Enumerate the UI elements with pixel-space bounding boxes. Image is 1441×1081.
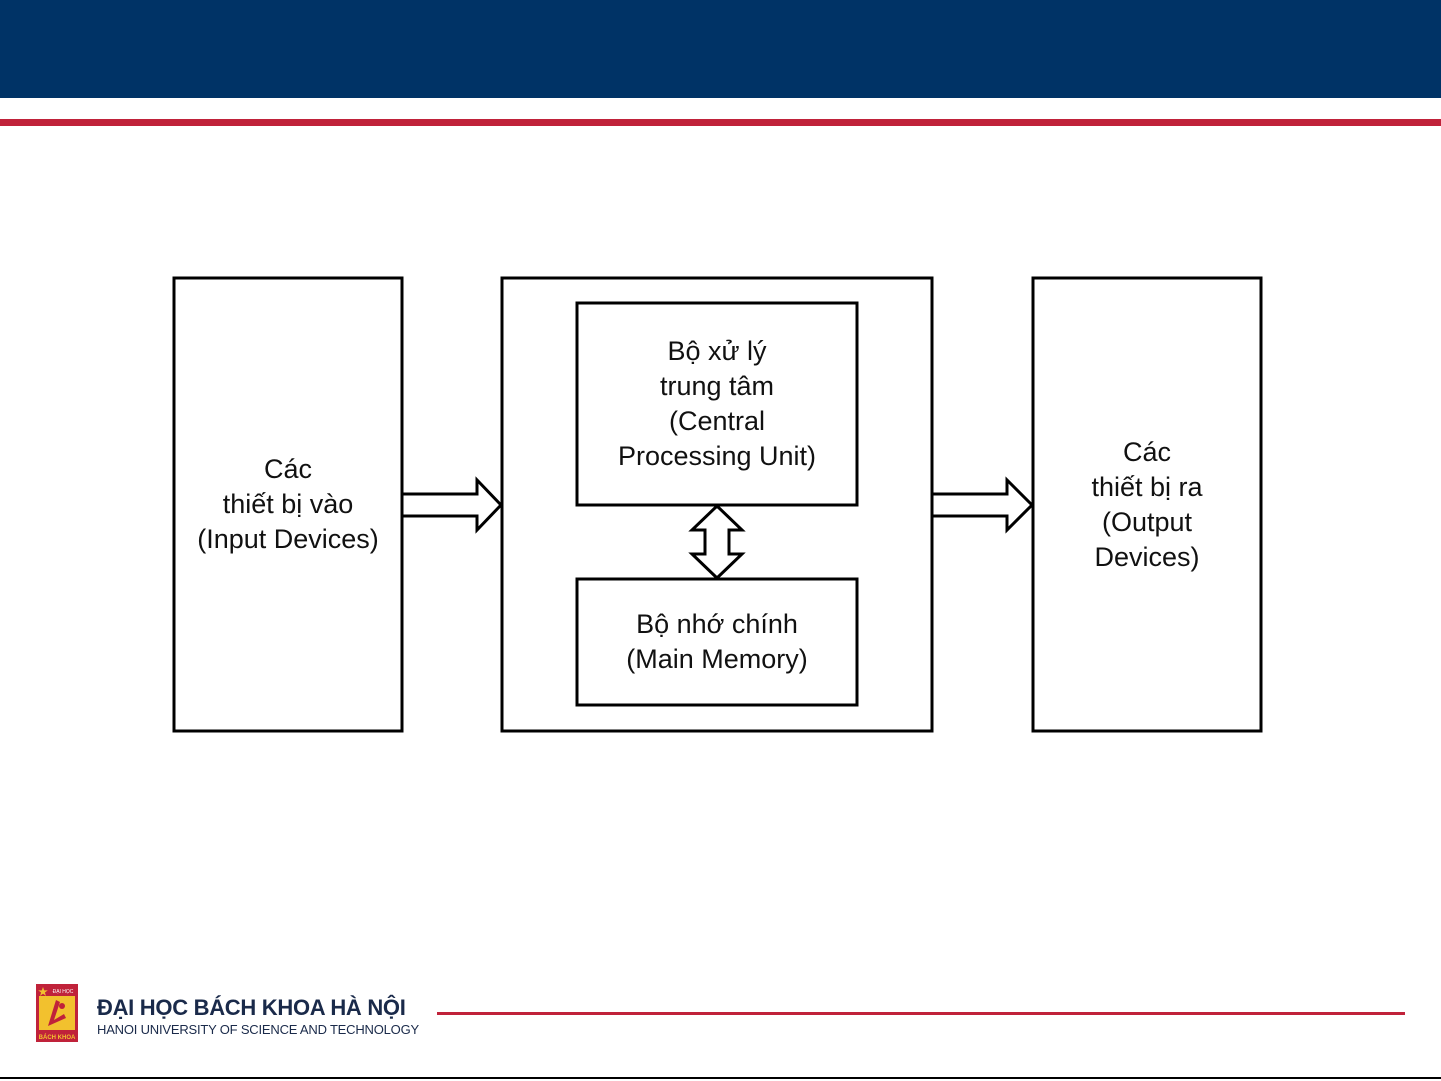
bottom-border-line <box>0 1077 1441 1079</box>
input-devices-line-2: thiết bị vào <box>223 487 354 522</box>
output-devices-line-3: (Output <box>1102 505 1192 540</box>
output-devices-line-1: Các <box>1123 435 1171 470</box>
input-devices-label: Các thiết bị vào (Input Devices) <box>174 278 402 731</box>
input-devices-line-1: Các <box>264 452 312 487</box>
cpu-label: Bộ xử lý trung tâm (Central Processing U… <box>577 303 857 505</box>
university-name: ĐẠI HỌC BÁCH KHOA HÀ NỘI <box>97 995 406 1021</box>
output-devices-line-2: thiết bị ra <box>1091 470 1202 505</box>
cpu-line-1: Bộ xử lý <box>667 334 766 369</box>
output-devices-label: Các thiết bị ra (Output Devices) <box>1033 278 1261 731</box>
svg-text:BÁCH KHOA: BÁCH KHOA <box>39 1034 76 1041</box>
university-logo: ĐẠI HỌC BÁCH KHOA <box>36 984 78 1042</box>
output-devices-line-4: Devices) <box>1094 540 1199 575</box>
university-name-english: HANOI UNIVERSITY OF SCIENCE AND TECHNOLO… <box>97 1022 419 1037</box>
main-memory-label: Bộ nhớ chính (Main Memory) <box>577 579 857 705</box>
cpu-line-2: trung tâm <box>660 369 774 404</box>
svg-text:ĐẠI HỌC: ĐẠI HỌC <box>53 989 74 995</box>
main-memory-line-1: Bộ nhớ chính <box>636 607 798 642</box>
cpu-line-3: (Central <box>669 404 765 439</box>
cpu-line-4: Processing Unit) <box>618 439 816 474</box>
footer-divider-line <box>437 1012 1405 1015</box>
main-memory-line-2: (Main Memory) <box>626 642 808 677</box>
input-to-computer-arrow <box>402 480 501 530</box>
input-devices-line-3: (Input Devices) <box>197 522 379 557</box>
computer-to-output-arrow <box>932 480 1032 530</box>
